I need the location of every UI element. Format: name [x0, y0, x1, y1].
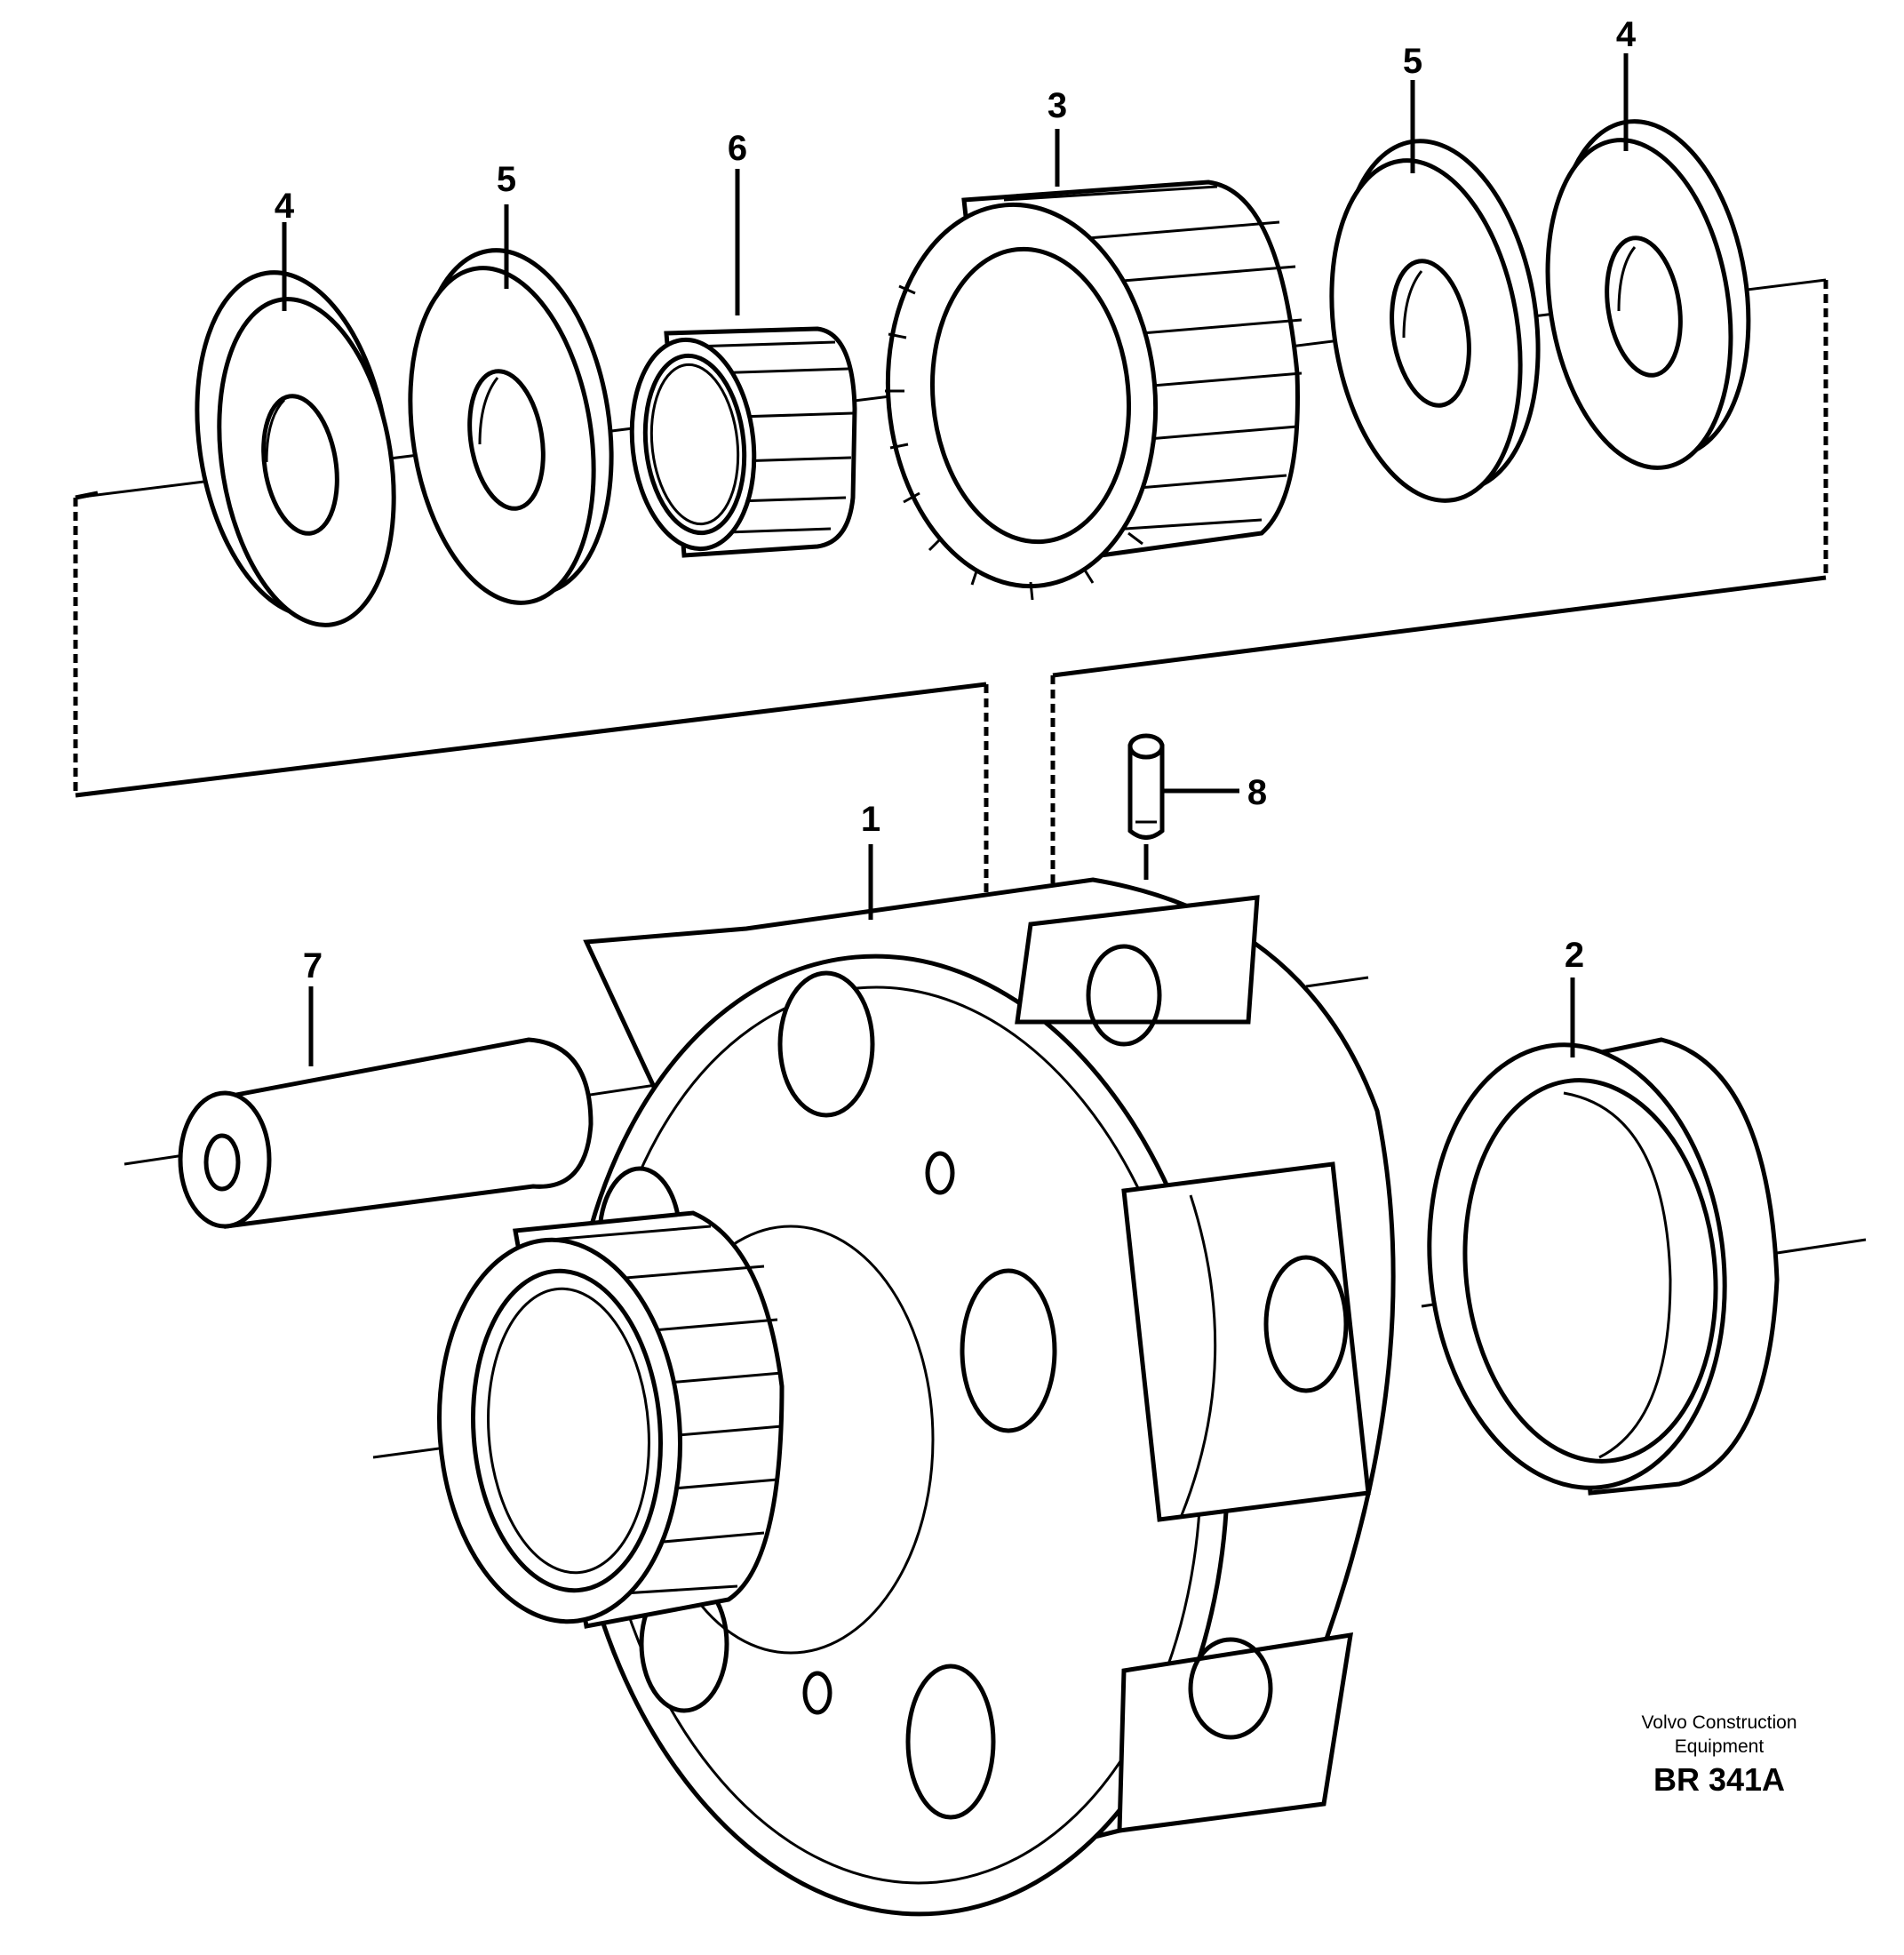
callout-numbers: 4 5 6 3 5 4 1 8 7 2	[275, 15, 1637, 985]
pin-8	[1127, 733, 1165, 840]
credit-line-1: Volvo Construction	[1641, 1712, 1796, 1733]
washer-4-right	[1545, 119, 1751, 470]
callout-6: 6	[728, 129, 747, 168]
callout-4-left: 4	[275, 187, 295, 226]
ring-2	[1427, 1037, 1780, 1496]
callout-1: 1	[861, 800, 880, 839]
callout-leaders	[282, 53, 1629, 1066]
washer-4-left	[195, 270, 396, 627]
credit-line-2: Equipment	[1675, 1736, 1765, 1757]
callout-7: 7	[303, 946, 323, 985]
callout-8: 8	[1247, 773, 1267, 812]
gear-3-large	[885, 180, 1303, 601]
gear-6-small	[629, 326, 857, 558]
callout-4-right: 4	[1616, 15, 1637, 54]
drawing-code: BR 341A	[1653, 1761, 1785, 1798]
callout-2: 2	[1565, 936, 1584, 975]
shaft-7	[178, 1037, 594, 1229]
callout-5-right: 5	[1403, 42, 1422, 81]
washer-5-left	[408, 248, 614, 605]
splined-hub	[436, 1210, 785, 1629]
washer-5-right	[1329, 139, 1541, 503]
dashed-guide-lines	[73, 280, 1828, 1040]
planet-carrier-1	[564, 877, 1396, 1917]
callout-3: 3	[1048, 86, 1067, 125]
gear-3-teeth	[885, 284, 1143, 601]
drawing-credit-block: Volvo Construction Equipment BR 341A	[1641, 1712, 1796, 1798]
callout-5-left: 5	[497, 160, 516, 199]
